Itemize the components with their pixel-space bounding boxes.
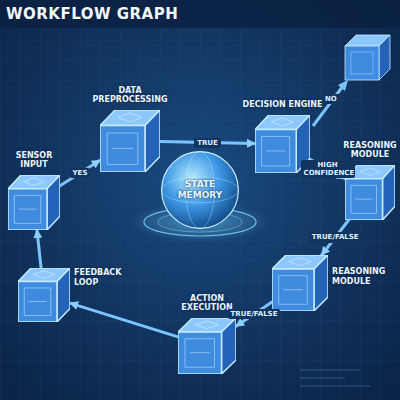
node-label: DECISION ENGINE: [243, 100, 323, 110]
cube-shape: [18, 268, 70, 322]
edge-label: YES: [70, 168, 91, 178]
process-cube: ACTION EXECUTION: [178, 318, 236, 374]
flow-arrow: [60, 160, 100, 186]
node-label: FEEDBACK LOOP: [74, 268, 136, 287]
cube-shape: [178, 318, 236, 374]
node-label: REASONING MODULE: [332, 267, 394, 286]
process-cube: REASONING MODULE: [272, 255, 328, 311]
memory-sphere: STATE MEMORY: [160, 150, 240, 230]
node-label: SENSOR INPUT: [3, 151, 65, 170]
node-label: DATA PREPROCESSING: [85, 86, 175, 105]
diagram-title: WORKFLOW GRAPH: [6, 5, 178, 23]
cube-shape: [8, 175, 60, 230]
edge-label: TRUE/FALSE: [228, 309, 281, 319]
edge-label: HIGH CONFIDENCE: [301, 160, 355, 178]
cube-shape: [100, 110, 160, 172]
edge-label: TRUE/FALSE: [309, 232, 362, 242]
node-label: STATE MEMORY: [169, 179, 231, 201]
flow-arrow: [37, 230, 41, 268]
edge-label: TRUE: [194, 138, 221, 148]
branch-label: NO: [322, 94, 340, 104]
node-label: REASONING MODULE: [343, 141, 397, 160]
process-cube: FEEDBACK LOOP: [18, 268, 70, 322]
cube-shape: [272, 255, 328, 311]
process-cube: SENSOR INPUT: [8, 175, 60, 230]
flow-arrow: [70, 303, 178, 337]
process-cube: DATA PREPROCESSING: [100, 110, 160, 172]
